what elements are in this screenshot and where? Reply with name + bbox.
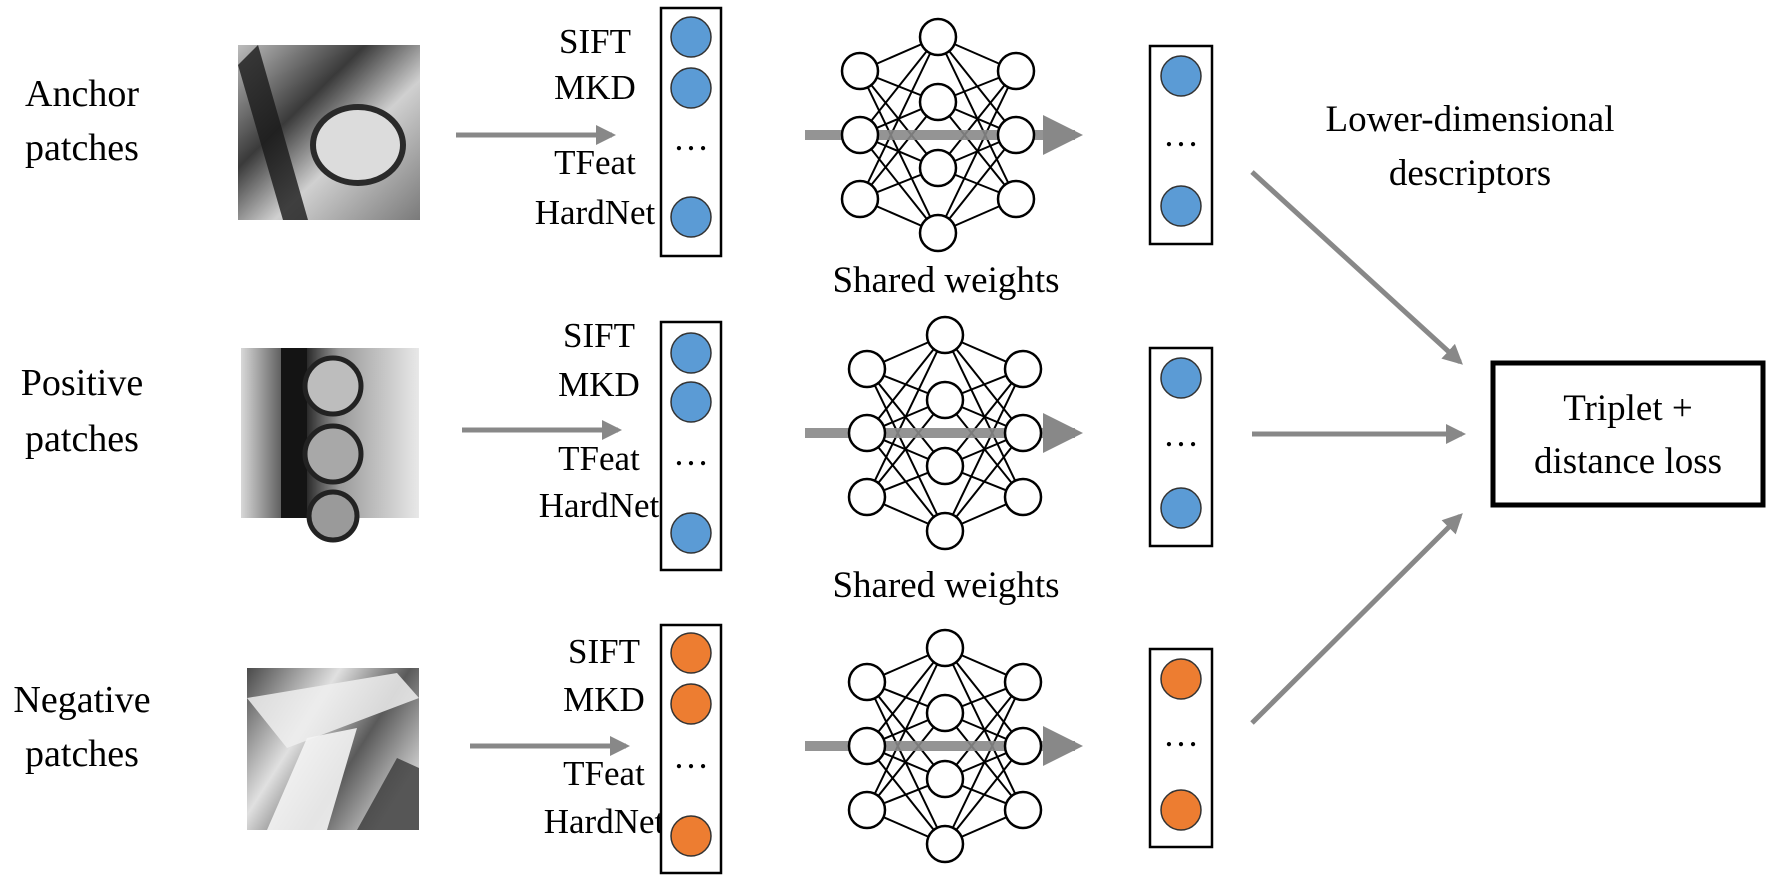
anchor-lowdim-dot-2 xyxy=(1160,185,1202,227)
negative-method-sift: SIFT xyxy=(568,632,640,671)
negative-descriptor-ellipsis: … xyxy=(673,736,709,776)
anchor-label-line-1: Anchor xyxy=(25,73,139,115)
negative-lowdim-dot-2 xyxy=(1160,789,1202,831)
anchor-descriptor-dot-1 xyxy=(670,16,712,58)
negative-method-mkd: MKD xyxy=(563,680,645,719)
anchor-descriptor-dot-3 xyxy=(670,196,712,238)
positive-method-tfeat: TFeat xyxy=(558,439,640,478)
positive-patch-image xyxy=(241,348,419,543)
shared-weights-label-2: Shared weights xyxy=(832,565,1059,606)
shared-weights-label-1: Shared weights xyxy=(832,260,1059,301)
positive-label-line-2: patches xyxy=(25,418,139,460)
positive-network-icon xyxy=(805,315,1083,551)
loss-box xyxy=(1490,360,1766,508)
positive-method-hardnet: HardNet xyxy=(539,486,660,525)
negative-network-icon xyxy=(805,628,1083,864)
positive-label-line-1: Positive xyxy=(21,362,143,404)
anchor-lowdim-dot-1 xyxy=(1160,55,1202,97)
positive-lowdim-dot-1 xyxy=(1160,357,1202,399)
anchor-network-icon xyxy=(805,17,1083,253)
negative-descriptor-dot-3 xyxy=(670,815,712,857)
anchor-descriptor-ellipsis: … xyxy=(673,118,709,158)
positive-descriptor-dot-2 xyxy=(670,381,712,423)
negative-descriptor-dot-1 xyxy=(670,632,712,674)
arrow-to-loss-anchor xyxy=(1250,170,1463,365)
row-negative: NegativepatchesSIFTMKDTFeatHardNet…… xyxy=(13,623,1214,875)
anchor-method-tfeat: TFeat xyxy=(554,143,636,182)
anchor-method-mkd: MKD xyxy=(554,68,636,107)
negative-label-line-2: patches xyxy=(25,733,139,775)
negative-lowdim-ellipsis: … xyxy=(1163,714,1199,754)
positive-descriptor-dot-3 xyxy=(670,512,712,554)
positive-method-sift: SIFT xyxy=(563,316,635,355)
positive-descriptor-dot-1 xyxy=(670,332,712,374)
negative-method-hardnet: HardNet xyxy=(544,802,665,841)
anchor-label-line-2: patches xyxy=(25,127,139,169)
positive-lowdim-dot-2 xyxy=(1160,487,1202,529)
negative-descriptor-dot-2 xyxy=(670,683,712,725)
anchor-lowdim-ellipsis: … xyxy=(1163,114,1199,154)
positive-descriptor-ellipsis: … xyxy=(673,433,709,473)
anchor-method-hardnet: HardNet xyxy=(535,193,656,232)
negative-patch-image xyxy=(247,668,419,830)
loss-box-line-1: Triplet + xyxy=(1563,388,1693,429)
negative-label-line-1: Negative xyxy=(13,679,150,721)
positive-method-mkd: MKD xyxy=(558,365,640,404)
anchor-method-sift: SIFT xyxy=(559,22,631,61)
loss-box-line-2: distance loss xyxy=(1534,441,1722,482)
negative-method-tfeat: TFeat xyxy=(563,754,645,793)
anchor-patch-image xyxy=(238,45,420,220)
descriptors-label: descriptors xyxy=(1389,153,1551,194)
positive-lowdim-ellipsis: … xyxy=(1163,414,1199,454)
anchor-descriptor-dot-2 xyxy=(670,67,712,109)
negative-lowdim-dot-1 xyxy=(1160,658,1202,700)
arrow-to-loss-negative xyxy=(1250,513,1463,725)
lower-dimensional-label: Lower-dimensional xyxy=(1325,99,1614,140)
